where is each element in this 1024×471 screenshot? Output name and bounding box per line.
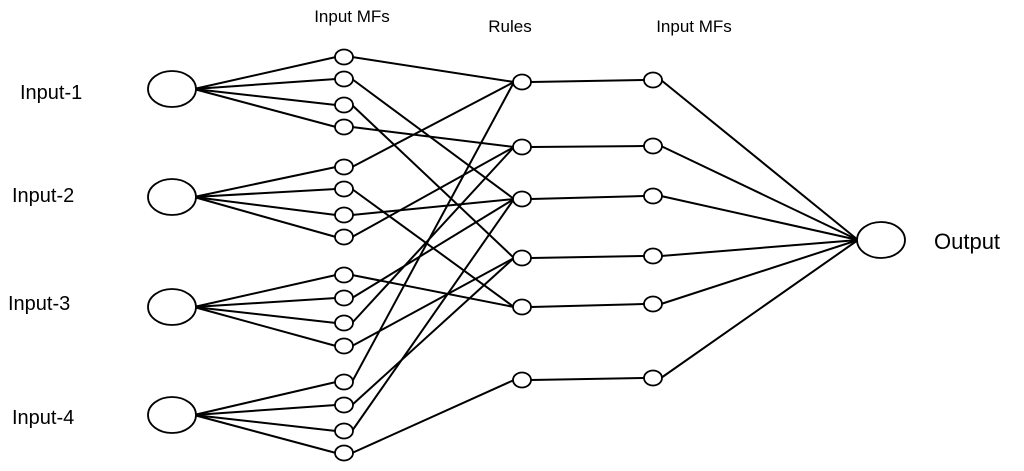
edge-input-1-mf-3 — [193, 88, 337, 106]
edge-mf-15-rule-3 — [351, 198, 515, 432]
output-mf-node-2 — [643, 137, 663, 155]
edge-mf-1-rule-1 — [351, 56, 515, 83]
input-node-2 — [147, 178, 197, 216]
edge-input-2-mf-8 — [193, 196, 337, 238]
edge-input-1-mf-1 — [193, 56, 337, 90]
edge-rule-2-outmf-2 — [530, 145, 645, 148]
edge-mf-9-rule-5 — [351, 274, 515, 308]
edge-mf-5-rule-1 — [351, 81, 515, 168]
header-input-mfs: Input MFs — [314, 7, 390, 26]
input-mf-node-7 — [334, 206, 354, 224]
rule-node-3 — [512, 190, 532, 208]
input-mf-node-16 — [334, 444, 354, 462]
edge-outmf-3-output — [660, 195, 859, 241]
edge-input-1-mf-4 — [193, 88, 337, 128]
edge-mf-12-rule-4 — [351, 257, 515, 347]
input-mf-node-8 — [334, 228, 354, 246]
edge-rule-1-outmf-1 — [530, 79, 645, 83]
output-mf-node-5 — [643, 295, 663, 313]
input-label-1: Input-1 — [20, 82, 82, 104]
edge-outmf-5-output — [660, 239, 859, 305]
output-label: Output — [934, 229, 1000, 254]
rule-node-2 — [512, 138, 532, 156]
input-mf-node-15 — [334, 422, 354, 440]
output-mf-node-3 — [643, 187, 663, 205]
edge-outmf-2-output — [660, 145, 859, 241]
rule-node-4 — [512, 249, 532, 267]
edge-input-3-mf-9 — [193, 274, 337, 308]
input-label-4: Input-4 — [12, 407, 74, 429]
input-label-2: Input-2 — [12, 185, 74, 207]
header-output-mfs: Input MFs — [656, 17, 732, 36]
header-rules: Rules — [488, 17, 531, 36]
nodes — [147, 48, 906, 462]
edge-rule-6-outmf-6 — [530, 377, 645, 381]
edge-mf-11-rule-2 — [351, 146, 515, 324]
rule-node-5 — [512, 298, 532, 316]
edge-input-4-mf-16 — [193, 414, 337, 454]
edge-input-1-mf-2 — [193, 78, 337, 90]
edge-input-2-mf-7 — [193, 196, 337, 216]
edge-mf-14-rule-4 — [351, 257, 515, 406]
input-node-3 — [147, 288, 197, 326]
edge-outmf-1-output — [660, 79, 859, 241]
edge-mf-4-rule-2 — [351, 126, 515, 148]
edge-rule-4-outmf-4 — [530, 255, 645, 259]
edge-mf-6-rule-5 — [351, 188, 515, 308]
input-mf-node-4 — [334, 118, 354, 136]
input-label-3: Input-3 — [8, 293, 70, 315]
input-mf-node-14 — [334, 396, 354, 414]
input-mf-node-10 — [334, 289, 354, 307]
edge-rule-5-outmf-5 — [530, 303, 645, 308]
edge-input-2-mf-6 — [193, 188, 337, 198]
input-mf-node-12 — [334, 337, 354, 355]
edge-mf-2-rule-3 — [351, 78, 515, 200]
edge-mf-7-rule-3 — [351, 198, 515, 216]
input-node-4 — [147, 396, 197, 434]
edge-outmf-6-output — [660, 239, 859, 379]
output-mf-node-4 — [643, 247, 663, 265]
input-mf-node-9 — [334, 266, 354, 284]
input-mf-node-13 — [334, 373, 354, 391]
input-mf-node-2 — [334, 70, 354, 88]
edge-outmf-4-output — [660, 239, 859, 257]
output-mf-node-6 — [643, 369, 663, 387]
input-node-1 — [147, 70, 197, 108]
edge-mf-16-rule-6 — [351, 379, 515, 454]
edge-mf-8-rule-2 — [351, 146, 515, 238]
edge-input-3-mf-10 — [193, 297, 337, 308]
edge-input-3-mf-11 — [193, 306, 337, 324]
input-mf-node-1 — [334, 48, 354, 66]
edge-rule-3-outmf-3 — [530, 195, 645, 200]
output-node — [856, 221, 906, 259]
edge-input-4-mf-15 — [193, 414, 337, 432]
input-mf-node-6 — [334, 180, 354, 198]
input-mf-node-5 — [334, 158, 354, 176]
connections — [193, 56, 859, 454]
input-mf-node-3 — [334, 96, 354, 114]
edge-input-4-mf-14 — [193, 404, 337, 416]
input-mf-node-11 — [334, 314, 354, 332]
output-mf-node-1 — [643, 71, 663, 89]
edge-mf-3-rule-4 — [351, 104, 515, 259]
edge-input-4-mf-13 — [193, 381, 337, 416]
rule-node-1 — [512, 73, 532, 91]
rule-node-6 — [512, 371, 532, 389]
edge-input-2-mf-5 — [193, 166, 337, 198]
edge-input-3-mf-12 — [193, 306, 337, 347]
